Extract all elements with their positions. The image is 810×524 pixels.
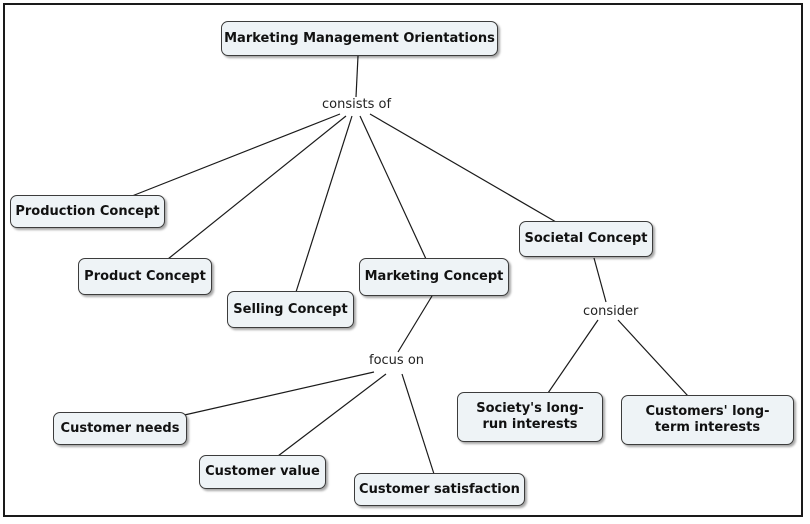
line-consists-to-production [131, 113, 341, 197]
node-production-concept[interactable]: Production Concept [10, 195, 165, 228]
node-customer-needs[interactable]: Customer needs [53, 412, 187, 445]
node-customer-value[interactable]: Customer value [199, 455, 326, 489]
line-root-to-consists-of [355, 55, 359, 98]
node-marketing-concept[interactable]: Marketing Concept [359, 258, 509, 296]
node-label: Customer needs [60, 420, 180, 436]
line-societal-to-consider [593, 257, 607, 303]
line-focus-to-satisfaction [401, 373, 435, 475]
node-label: Customer satisfaction [359, 481, 520, 497]
node-label: Customer value [205, 464, 320, 479]
node-label: Societal Concept [524, 231, 648, 246]
node-label: Selling Concept [233, 301, 348, 317]
link-label-consists-of: consists of [320, 97, 394, 112]
node-selling-concept[interactable]: Selling Concept [227, 291, 354, 328]
line-consists-to-selling [295, 115, 353, 293]
node-label: Production Concept [15, 203, 160, 219]
node-society-long-run-interests[interactable]: Society's long-run interests [457, 392, 603, 442]
node-label: Customers' long-term interests [645, 404, 770, 435]
node-customer-satisfaction[interactable]: Customer satisfaction [354, 473, 525, 506]
line-consider-to-customers [617, 319, 689, 397]
node-label: Marketing Management Orientations [224, 30, 495, 46]
line-consists-to-societal [369, 113, 557, 223]
line-marketing-to-focus-on [397, 295, 433, 353]
node-label: Society's long-run interests [476, 401, 584, 432]
node-label: Marketing Concept [364, 269, 504, 284]
line-consider-to-society [547, 319, 599, 394]
link-label-consider: consider [581, 304, 641, 319]
node-societal-concept[interactable]: Societal Concept [519, 221, 653, 257]
node-label: Product Concept [84, 268, 206, 284]
node-product-concept[interactable]: Product Concept [78, 258, 212, 295]
line-consists-to-marketing [359, 115, 427, 260]
line-focus-to-value [277, 373, 387, 457]
node-marketing-management-orientations[interactable]: Marketing Management Orientations [221, 21, 498, 56]
link-label-focus-on: focus on [367, 353, 427, 368]
node-customers-long-term-interests[interactable]: Customers' long-term interests [621, 395, 794, 445]
line-consists-to-product [167, 115, 347, 260]
line-focus-to-needs [179, 371, 375, 417]
